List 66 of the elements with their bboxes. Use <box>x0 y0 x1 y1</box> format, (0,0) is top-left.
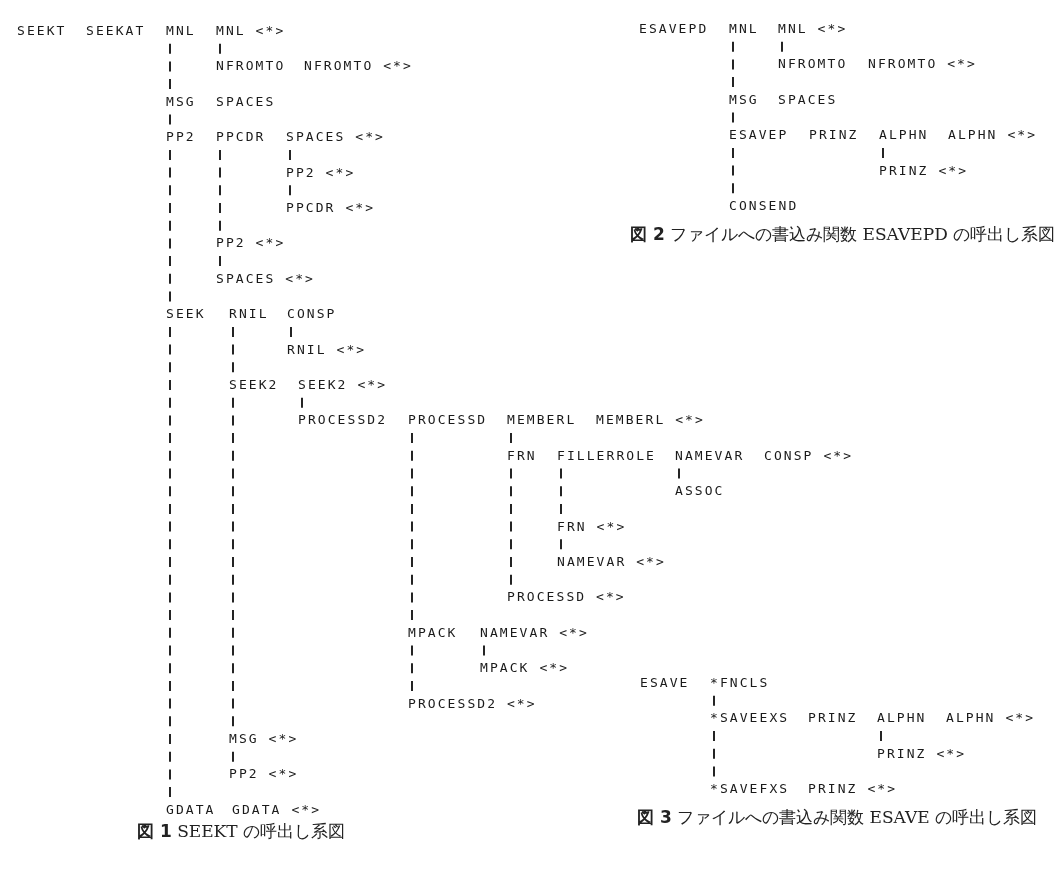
function-name: MEMBERL <*> <box>596 412 705 429</box>
function-name: MNL <*> <box>216 23 286 39</box>
function-name: CONSEND <box>729 198 799 214</box>
function-name: PPCDR <box>216 129 266 146</box>
function-name: MPACK <box>408 624 458 641</box>
function-name: SEEKAT <box>86 23 146 39</box>
function-name: *SAVEEXS <box>710 710 790 727</box>
function-name: ALPHN <box>877 710 927 727</box>
function-name: PP2 <*> <box>216 235 286 252</box>
function-name: NAMEVAR <box>675 447 745 464</box>
function-name: PPCDR <*> <box>286 200 376 216</box>
function-name: PRINZ <box>808 710 858 727</box>
function-name: NFROMTO <box>778 56 848 73</box>
function-name: RNIL <box>229 306 269 323</box>
function-name: ALPHN <*> <box>948 127 1038 144</box>
function-name: CONSP <*> <box>764 447 854 464</box>
function-name: PRINZ <*> <box>808 781 898 798</box>
function-name: PROCESSD2 <*> <box>408 695 537 712</box>
function-name: FRN <box>507 447 537 464</box>
function-name: NFROMTO <*> <box>868 56 977 73</box>
function-name: ALPHN <box>879 127 929 144</box>
function-name: FILLERROLE <box>557 447 656 464</box>
function-name: MEMBERL <box>507 412 577 429</box>
function-name: PRINZ <*> <box>879 162 969 179</box>
function-name: MSG <box>729 91 759 108</box>
function-name: ALPHN <*> <box>946 710 1036 727</box>
function-name: MPACK <*> <box>480 660 570 677</box>
function-name: NFROMTO <box>216 58 286 75</box>
function-name: RNIL <*> <box>287 341 367 358</box>
figure-caption: 図 3 ファイルへの書込み関数 ESAVE の呼出し系図 <box>637 806 1039 829</box>
function-name: SEEK2 <*> <box>298 377 388 393</box>
function-name: SPACES <box>216 93 276 110</box>
function-name: ESAVEPD <box>639 21 709 37</box>
figure-caption: 図 1 SEEKT の呼出し系図 <box>137 820 347 843</box>
function-name: MNL <*> <box>778 21 848 37</box>
function-name: MSG <box>166 93 196 110</box>
function-name: MNL <box>166 23 196 39</box>
function-name: NAMEVAR <*> <box>480 624 589 641</box>
figure-caption: 図 2 ファイルへの書込み関数 ESAVEPD の呼出し系図 <box>630 223 1057 246</box>
function-name: SEEK <box>166 306 206 323</box>
function-name: GDATA <box>166 801 216 818</box>
function-name: PP2 <box>166 129 196 146</box>
function-name: PRINZ <box>809 127 859 144</box>
function-name: NFROMTO <*> <box>304 58 413 75</box>
function-name: MSG <*> <box>229 731 299 747</box>
function-name: FRN <*> <box>557 518 627 535</box>
function-name: ESAVEP <box>729 127 789 144</box>
function-name: GDATA <*> <box>232 801 322 818</box>
function-name: ESAVE <box>640 675 690 691</box>
function-name: PRINZ <*> <box>877 745 967 762</box>
function-name: PROCESSD <box>408 412 488 429</box>
function-name: *SAVEFXS <box>710 781 790 798</box>
function-name: NAMEVAR <*> <box>557 554 666 570</box>
function-name: PROCESSD2 <box>298 412 388 429</box>
function-name: ASSOC <box>675 483 725 500</box>
function-name: PP2 <*> <box>229 766 299 783</box>
function-name: SPACES <box>778 91 838 108</box>
function-name: SEEK2 <box>229 377 279 393</box>
function-name: SEEKT <box>17 23 67 39</box>
function-name: *FNCLS <box>710 675 770 691</box>
function-name: SPACES <*> <box>216 270 315 287</box>
function-name: SPACES <*> <box>286 129 385 146</box>
function-name: MNL <box>729 21 759 37</box>
function-name: PP2 <*> <box>286 164 356 181</box>
function-name: CONSP <box>287 306 337 323</box>
function-name: PROCESSD <*> <box>507 589 626 606</box>
